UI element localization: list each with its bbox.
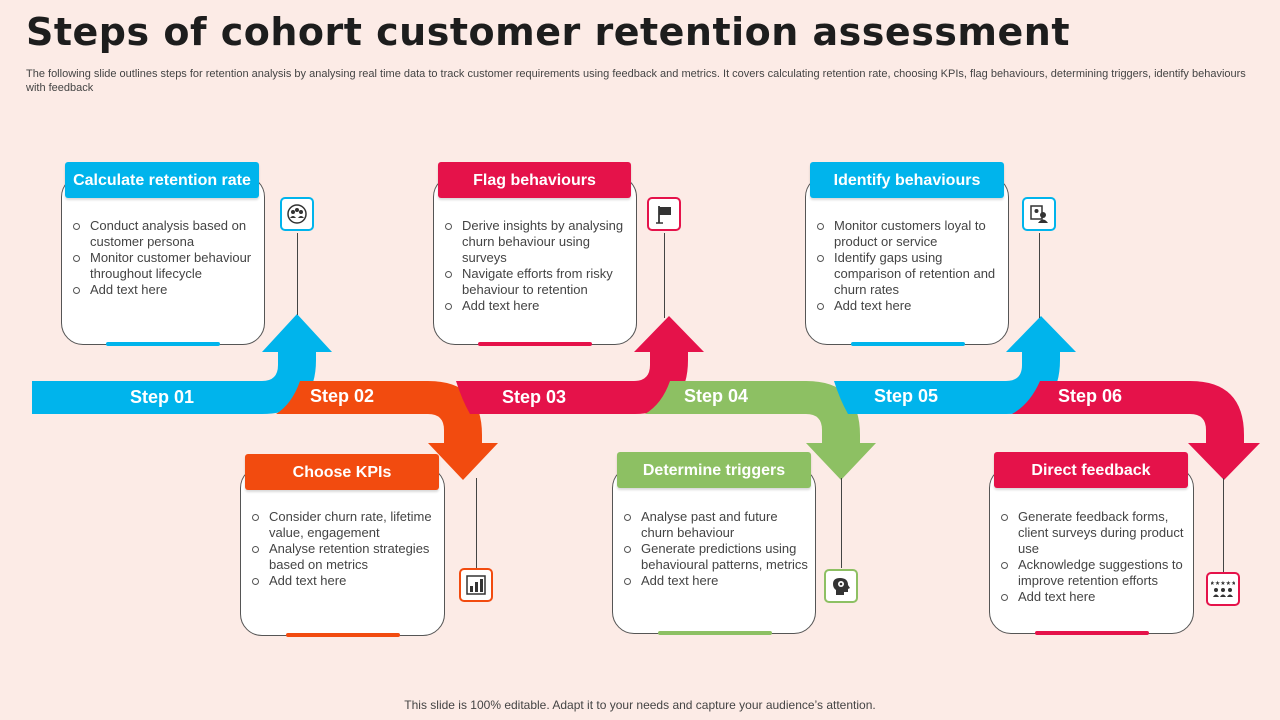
step-06-connector xyxy=(1223,478,1224,572)
card-bullet-list: Derive insights by analysing churn behav… xyxy=(442,218,632,314)
bullet-item: Derive insights by analysing churn behav… xyxy=(442,218,632,266)
bullet-item: Add text here xyxy=(442,298,632,314)
step-03-arrow xyxy=(456,316,704,414)
step-05-connector xyxy=(1039,233,1040,318)
step-03-label: Step 03 xyxy=(501,387,567,407)
card-heading-identify-behaviours: Identify behaviours xyxy=(810,162,1004,198)
bullet-item: Add text here xyxy=(814,298,1004,314)
bullet-item: Add text here xyxy=(621,573,811,589)
step-01-connector xyxy=(297,233,298,315)
bullet-item: Identify gaps using comparison of retent… xyxy=(814,250,1004,298)
card-accent-bar xyxy=(851,342,965,346)
card-accent-bar xyxy=(286,633,400,637)
card-flag-behaviours: Derive insights by analysing churn behav… xyxy=(433,175,637,346)
bullet-item: Analyse past and future churn behaviour xyxy=(621,509,811,541)
card-identify-behaviours: Monitor customers loyal to product or se… xyxy=(805,175,1009,346)
card-bullet-list: Conduct analysis based on customer perso… xyxy=(70,218,260,298)
bullet-item: Analyse retention strategies based on me… xyxy=(249,541,441,573)
bullet-item: Add text here xyxy=(249,573,441,589)
card-heading-choose-kpis: Choose KPIs xyxy=(245,454,439,490)
step-05-label: Step 05 xyxy=(873,386,939,406)
step-04-connector xyxy=(841,478,842,568)
bar-chart-icon xyxy=(459,568,493,602)
bullet-item: Consider churn rate, lifetime value, eng… xyxy=(249,509,441,541)
bullet-item: Generate feedback forms, client surveys … xyxy=(998,509,1190,557)
step-04-label: Step 04 xyxy=(683,386,749,406)
bullet-item: Monitor customers loyal to product or se… xyxy=(814,218,1004,250)
card-accent-bar xyxy=(478,342,592,346)
card-choose-kpis: Consider churn rate, lifetime value, eng… xyxy=(240,466,445,637)
people-network-icon xyxy=(280,197,314,231)
card-bullet-list: Monitor customers loyal to product or se… xyxy=(814,218,1004,314)
head-gear-icon xyxy=(824,569,858,603)
card-heading-calculate-retention-rate: Calculate retention rate xyxy=(65,162,259,198)
bullet-item: Generate predictions using behavioural p… xyxy=(621,541,811,573)
bullet-item: Acknowledge suggestions to improve reten… xyxy=(998,557,1190,589)
card-bullet-list: Consider churn rate, lifetime value, eng… xyxy=(249,509,441,589)
step-01-label: Step 01 xyxy=(129,387,195,407)
step-02-arrow xyxy=(276,381,498,480)
card-bullet-list: Generate feedback forms, client surveys … xyxy=(998,509,1190,605)
bullet-item: Add text here xyxy=(70,282,260,298)
step-01-arrow xyxy=(32,314,332,414)
card-bullet-list: Analyse past and future churn behaviour … xyxy=(621,509,811,589)
step-06-label: Step 06 xyxy=(1057,386,1123,406)
page-subtitle: The following slide outlines steps for r… xyxy=(26,68,1246,94)
bullet-item: Conduct analysis based on customer perso… xyxy=(70,218,260,250)
step-04-arrow xyxy=(645,381,876,480)
card-determine-triggers: Analyse past and future churn behaviour … xyxy=(612,466,816,635)
card-accent-bar xyxy=(106,342,220,346)
step-05-arrow xyxy=(834,316,1076,414)
flag-icon xyxy=(647,197,681,231)
card-heading-flag-behaviours: Flag behaviours xyxy=(438,162,631,198)
card-accent-bar xyxy=(1035,631,1149,635)
user-profile-icon xyxy=(1022,197,1056,231)
page-title: Steps of cohort customer retention asses… xyxy=(26,10,1071,54)
card-direct-feedback: Generate feedback forms, client surveys … xyxy=(989,466,1194,635)
step-02-label: Step 02 xyxy=(309,386,375,406)
card-heading-determine-triggers: Determine triggers xyxy=(617,452,811,488)
bullet-item: Monitor customer behaviour throughout li… xyxy=(70,250,260,282)
step-06-arrow xyxy=(1012,381,1260,480)
footer-note: This slide is 100% editable. Adapt it to… xyxy=(404,698,876,712)
group-rating-icon: ★★★★★ xyxy=(1206,572,1240,606)
card-heading-direct-feedback: Direct feedback xyxy=(994,452,1188,488)
card-accent-bar xyxy=(658,631,772,635)
bullet-item: Add text here xyxy=(998,589,1190,605)
step-02-connector xyxy=(476,478,477,568)
card-calculate-retention-rate: Conduct analysis based on customer perso… xyxy=(61,175,265,346)
step-03-connector xyxy=(664,233,665,318)
bullet-item: Navigate efforts from risky behaviour to… xyxy=(442,266,632,298)
svg-text:★★★★★: ★★★★★ xyxy=(1211,580,1235,587)
